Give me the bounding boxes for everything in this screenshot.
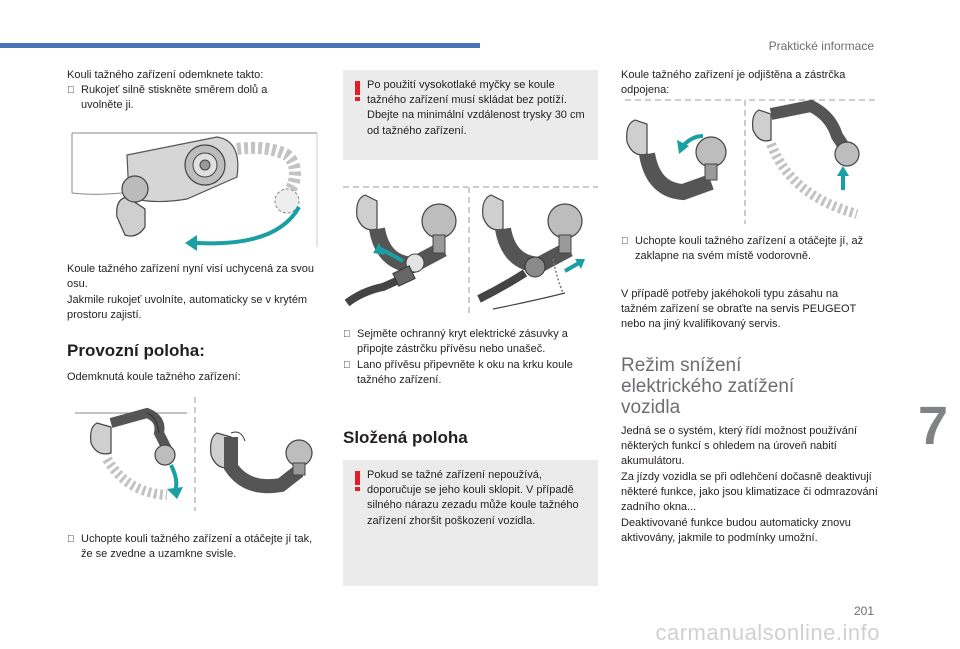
- col2-bullet1-text: Sejměte ochranný kryt elektrické zásuvky…: [357, 328, 568, 356]
- col1-intro: Kouli tažného zařízení odemknete takto:: [67, 69, 264, 81]
- towbar-raise-illustration: [67, 393, 323, 515]
- col3-para1: V případě potřeby jakéhokoli typu zásahu…: [621, 288, 857, 331]
- heading-folded-position: Složená poloha: [343, 428, 468, 447]
- page-number: 201: [853, 604, 874, 618]
- towbar-release-illustration: [67, 127, 323, 255]
- section-title: Praktické informace: [768, 39, 874, 53]
- col1-bullet1-text: Rukojeť silně stiskněte směrem dolů a uv…: [81, 84, 268, 112]
- bullet-square-icon: : [343, 327, 357, 357]
- plug-connect-illustration: [343, 183, 598, 318]
- warning-exclamation-icon: [355, 471, 360, 491]
- col3-para2: Jedná se o systém, který řídí možnost po…: [621, 425, 857, 468]
- col3-bullet1-text: Uchopte kouli tažného zařízení a otáčejt…: [635, 235, 864, 263]
- col3-bullet1:  Uchopte kouli tažného zařízení a otáče…: [621, 234, 879, 264]
- col1-para3: Odemknutá koule tažného zařízení:: [67, 371, 241, 383]
- bullet-square-icon: : [621, 234, 635, 264]
- col3-intro: Koule tažného zařízení je odjištěna a zá…: [621, 69, 846, 97]
- col3-para3: Za jízdy vozidla se při odlehčení dočasn…: [621, 471, 878, 514]
- col1-bullet2-text: Uchopte kouli tažného zařízení a otáčejt…: [81, 533, 313, 561]
- col1-para1: Koule tažného zařízení nyní visí uchycen…: [67, 263, 315, 291]
- warning-box-folded: Pokud se tažné zařízení nepoužívá, dopor…: [343, 460, 598, 586]
- col2-bullet2-text: Lano přívěsu připevněte k oku na krku ko…: [357, 359, 573, 387]
- bullet-square-icon: : [343, 358, 357, 388]
- chapter-number: 7: [917, 396, 948, 456]
- header-accent-bar: [0, 43, 480, 48]
- towbar-fold-illustration: [621, 96, 876, 224]
- col2-bullet2:  Lano přívěsu připevněte k oku na krku …: [343, 358, 601, 388]
- warning-box-high-pressure: Po použití vysokotlaké myčky se koule ta…: [343, 70, 598, 160]
- watermark: carmanualsonline.info: [655, 620, 880, 645]
- bullet-square-icon: : [67, 83, 81, 113]
- col1-para2: Jakmile rukojeť uvolníte, automaticky se…: [67, 294, 308, 322]
- col1-bullet1:  Rukojeť silně stiskněte směrem dolů a …: [67, 83, 297, 113]
- chapter-tab: [908, 395, 960, 457]
- heading-operating-position: Provozní poloha:: [67, 341, 205, 360]
- warning2-text: Pokud se tažné zařízení nepoužívá, dopor…: [367, 469, 579, 527]
- heading-power-reduction-mode: Režim snížení elektrického zatížení vozi…: [621, 355, 795, 418]
- col3-para4: Deaktivované funkce budou automaticky zn…: [621, 517, 851, 545]
- col1-bullet2:  Uchopte kouli tažného zařízení a otáče…: [67, 532, 322, 562]
- col2-bullet1:  Sejměte ochranný kryt elektrické zásuv…: [343, 327, 601, 357]
- bullet-square-icon: : [67, 532, 81, 562]
- warning1-text: Po použití vysokotlaké myčky se koule ta…: [367, 79, 585, 137]
- warning-exclamation-icon: [355, 81, 360, 101]
